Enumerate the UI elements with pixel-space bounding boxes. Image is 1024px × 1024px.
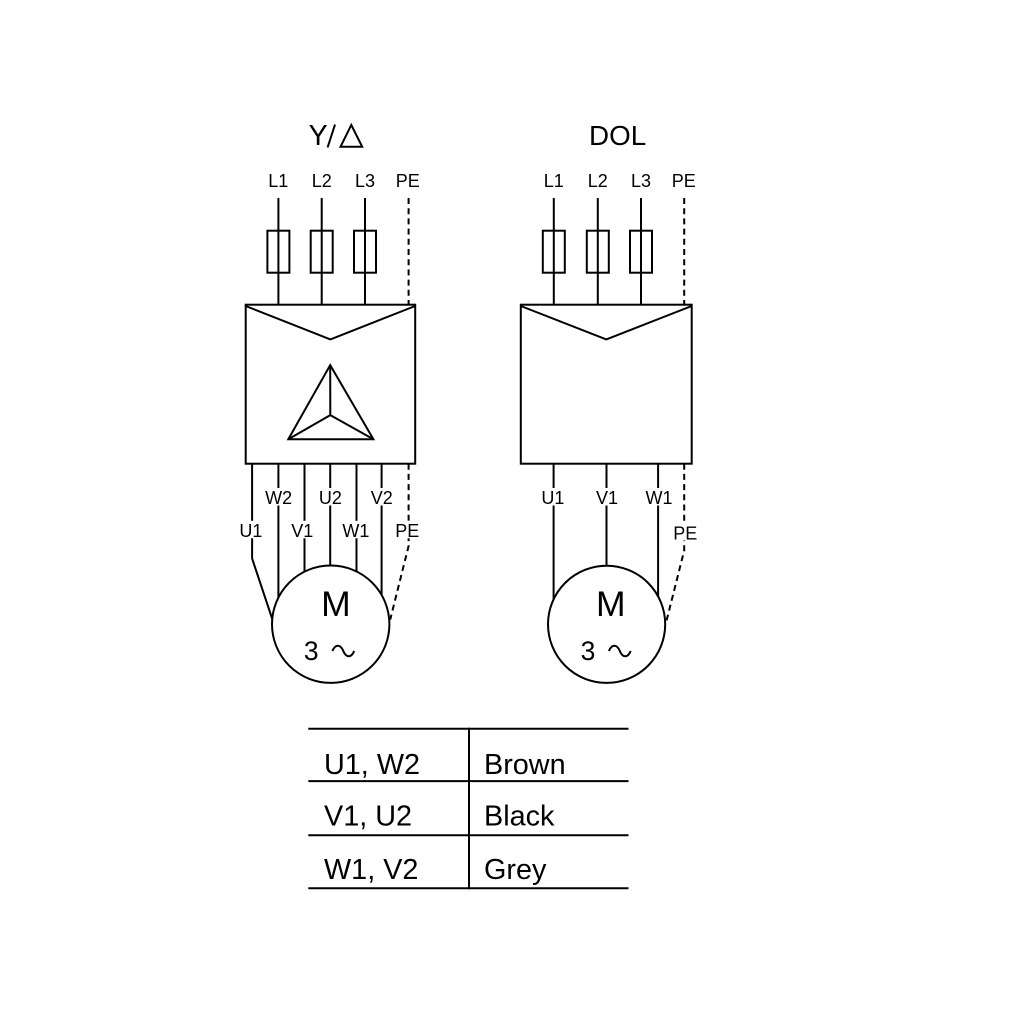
svg-text:W1, V2: W1, V2: [324, 854, 418, 886]
svg-text:3: 3: [581, 636, 596, 666]
svg-text:L3: L3: [631, 171, 651, 191]
svg-text:V1, U2: V1, U2: [324, 800, 412, 832]
svg-text:3: 3: [304, 636, 319, 666]
svg-text:U2: U2: [319, 488, 342, 508]
svg-text:U1: U1: [541, 488, 564, 508]
svg-text:V1: V1: [291, 521, 313, 541]
svg-text:PE: PE: [672, 171, 696, 191]
svg-text:V2: V2: [371, 488, 393, 508]
svg-text:W1: W1: [342, 521, 369, 541]
svg-text:L3: L3: [355, 171, 375, 191]
svg-text:Grey: Grey: [484, 854, 547, 886]
svg-text:PE: PE: [673, 524, 697, 544]
svg-text:L2: L2: [588, 171, 608, 191]
svg-text:Brown: Brown: [484, 749, 566, 781]
svg-text:U1, W2: U1, W2: [324, 749, 420, 781]
svg-text:PE: PE: [396, 171, 420, 191]
svg-text:Black: Black: [484, 800, 555, 832]
svg-text:M: M: [596, 584, 626, 624]
svg-text:L1: L1: [544, 171, 564, 191]
svg-text:Y: Y: [309, 120, 328, 152]
svg-text:L1: L1: [268, 171, 288, 191]
svg-text:PE: PE: [395, 521, 419, 541]
svg-text:L2: L2: [312, 171, 332, 191]
svg-text:V1: V1: [596, 488, 618, 508]
svg-text:W2: W2: [265, 488, 292, 508]
svg-text:W1: W1: [646, 488, 673, 508]
svg-text:U1: U1: [239, 521, 262, 541]
svg-text:M: M: [321, 584, 351, 624]
svg-text:DOL: DOL: [589, 120, 646, 151]
